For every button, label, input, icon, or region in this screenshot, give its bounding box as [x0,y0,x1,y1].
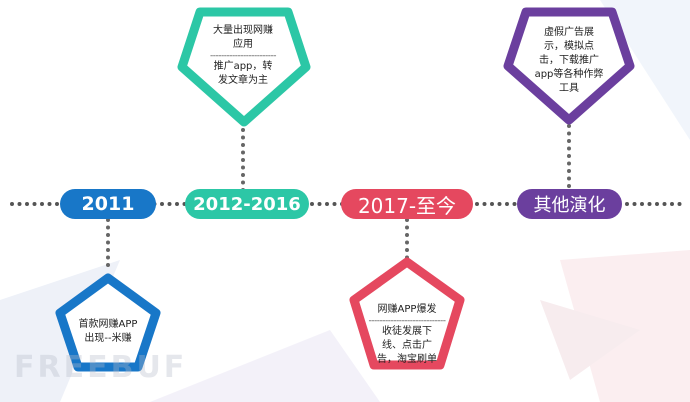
callout-2017-body-3: 告，淘宝刷单 [377,354,437,365]
pentagon-2011 [55,273,161,372]
callout-other-line-4: app等各种作弊 [534,69,604,80]
callout-2012-2016-title-1: 大量出现网赚 [213,25,273,36]
callout-2017-title: 网赚APP爆发 [377,304,437,315]
callout-2017-body-2: 线、点击广 [382,340,432,351]
callout-2017-body-1: 收徒发展下 [382,326,432,337]
callout-2012-2016-body-1: 推广app，转 [213,61,273,72]
pentagon-other [503,7,635,125]
watermark: FREEBUF [14,350,188,385]
callout-2011-line-1: 首款网赚APP [78,319,138,330]
callout-2011: 首款网赚APP 出现--米赚 [68,318,148,346]
callout-2011-line-2: 出现--米赚 [84,333,132,344]
period-2017-now: 2017-至今 [341,189,473,219]
period-2011: 2011 [60,189,156,219]
callout-2012-2016-body-2: 发文章为主 [218,75,268,86]
callout-other-line-3: 击，下载推广 [539,55,599,66]
pentagon-2017 [349,257,465,370]
callout-2012-2016: 大量出现网赚 应用 ------------------------ 推广app… [195,24,291,88]
period-2012-2016: 2012-2016 [185,189,309,219]
callout-2012-2016-title-2: 应用 [233,39,253,50]
callout-other-line-1: 虚假广告展 [544,27,594,38]
callout-2012-2016-separator: ------------------------ [210,52,276,60]
period-other-evolution: 其他演化 [517,189,622,219]
callout-2017: 网赚APP爆发 ---------------------------- 收徒发… [366,303,448,367]
pentagon-2012-2016 [177,7,311,127]
callout-other-line-5: 工具 [559,83,579,94]
callout-other-line-2: 示，模拟点 [544,41,594,52]
callout-other: 虚假广告展 示，模拟点 击，下载推广 app等各种作弊 工具 [521,26,617,96]
callout-2017-separator: ---------------------------- [368,317,446,325]
